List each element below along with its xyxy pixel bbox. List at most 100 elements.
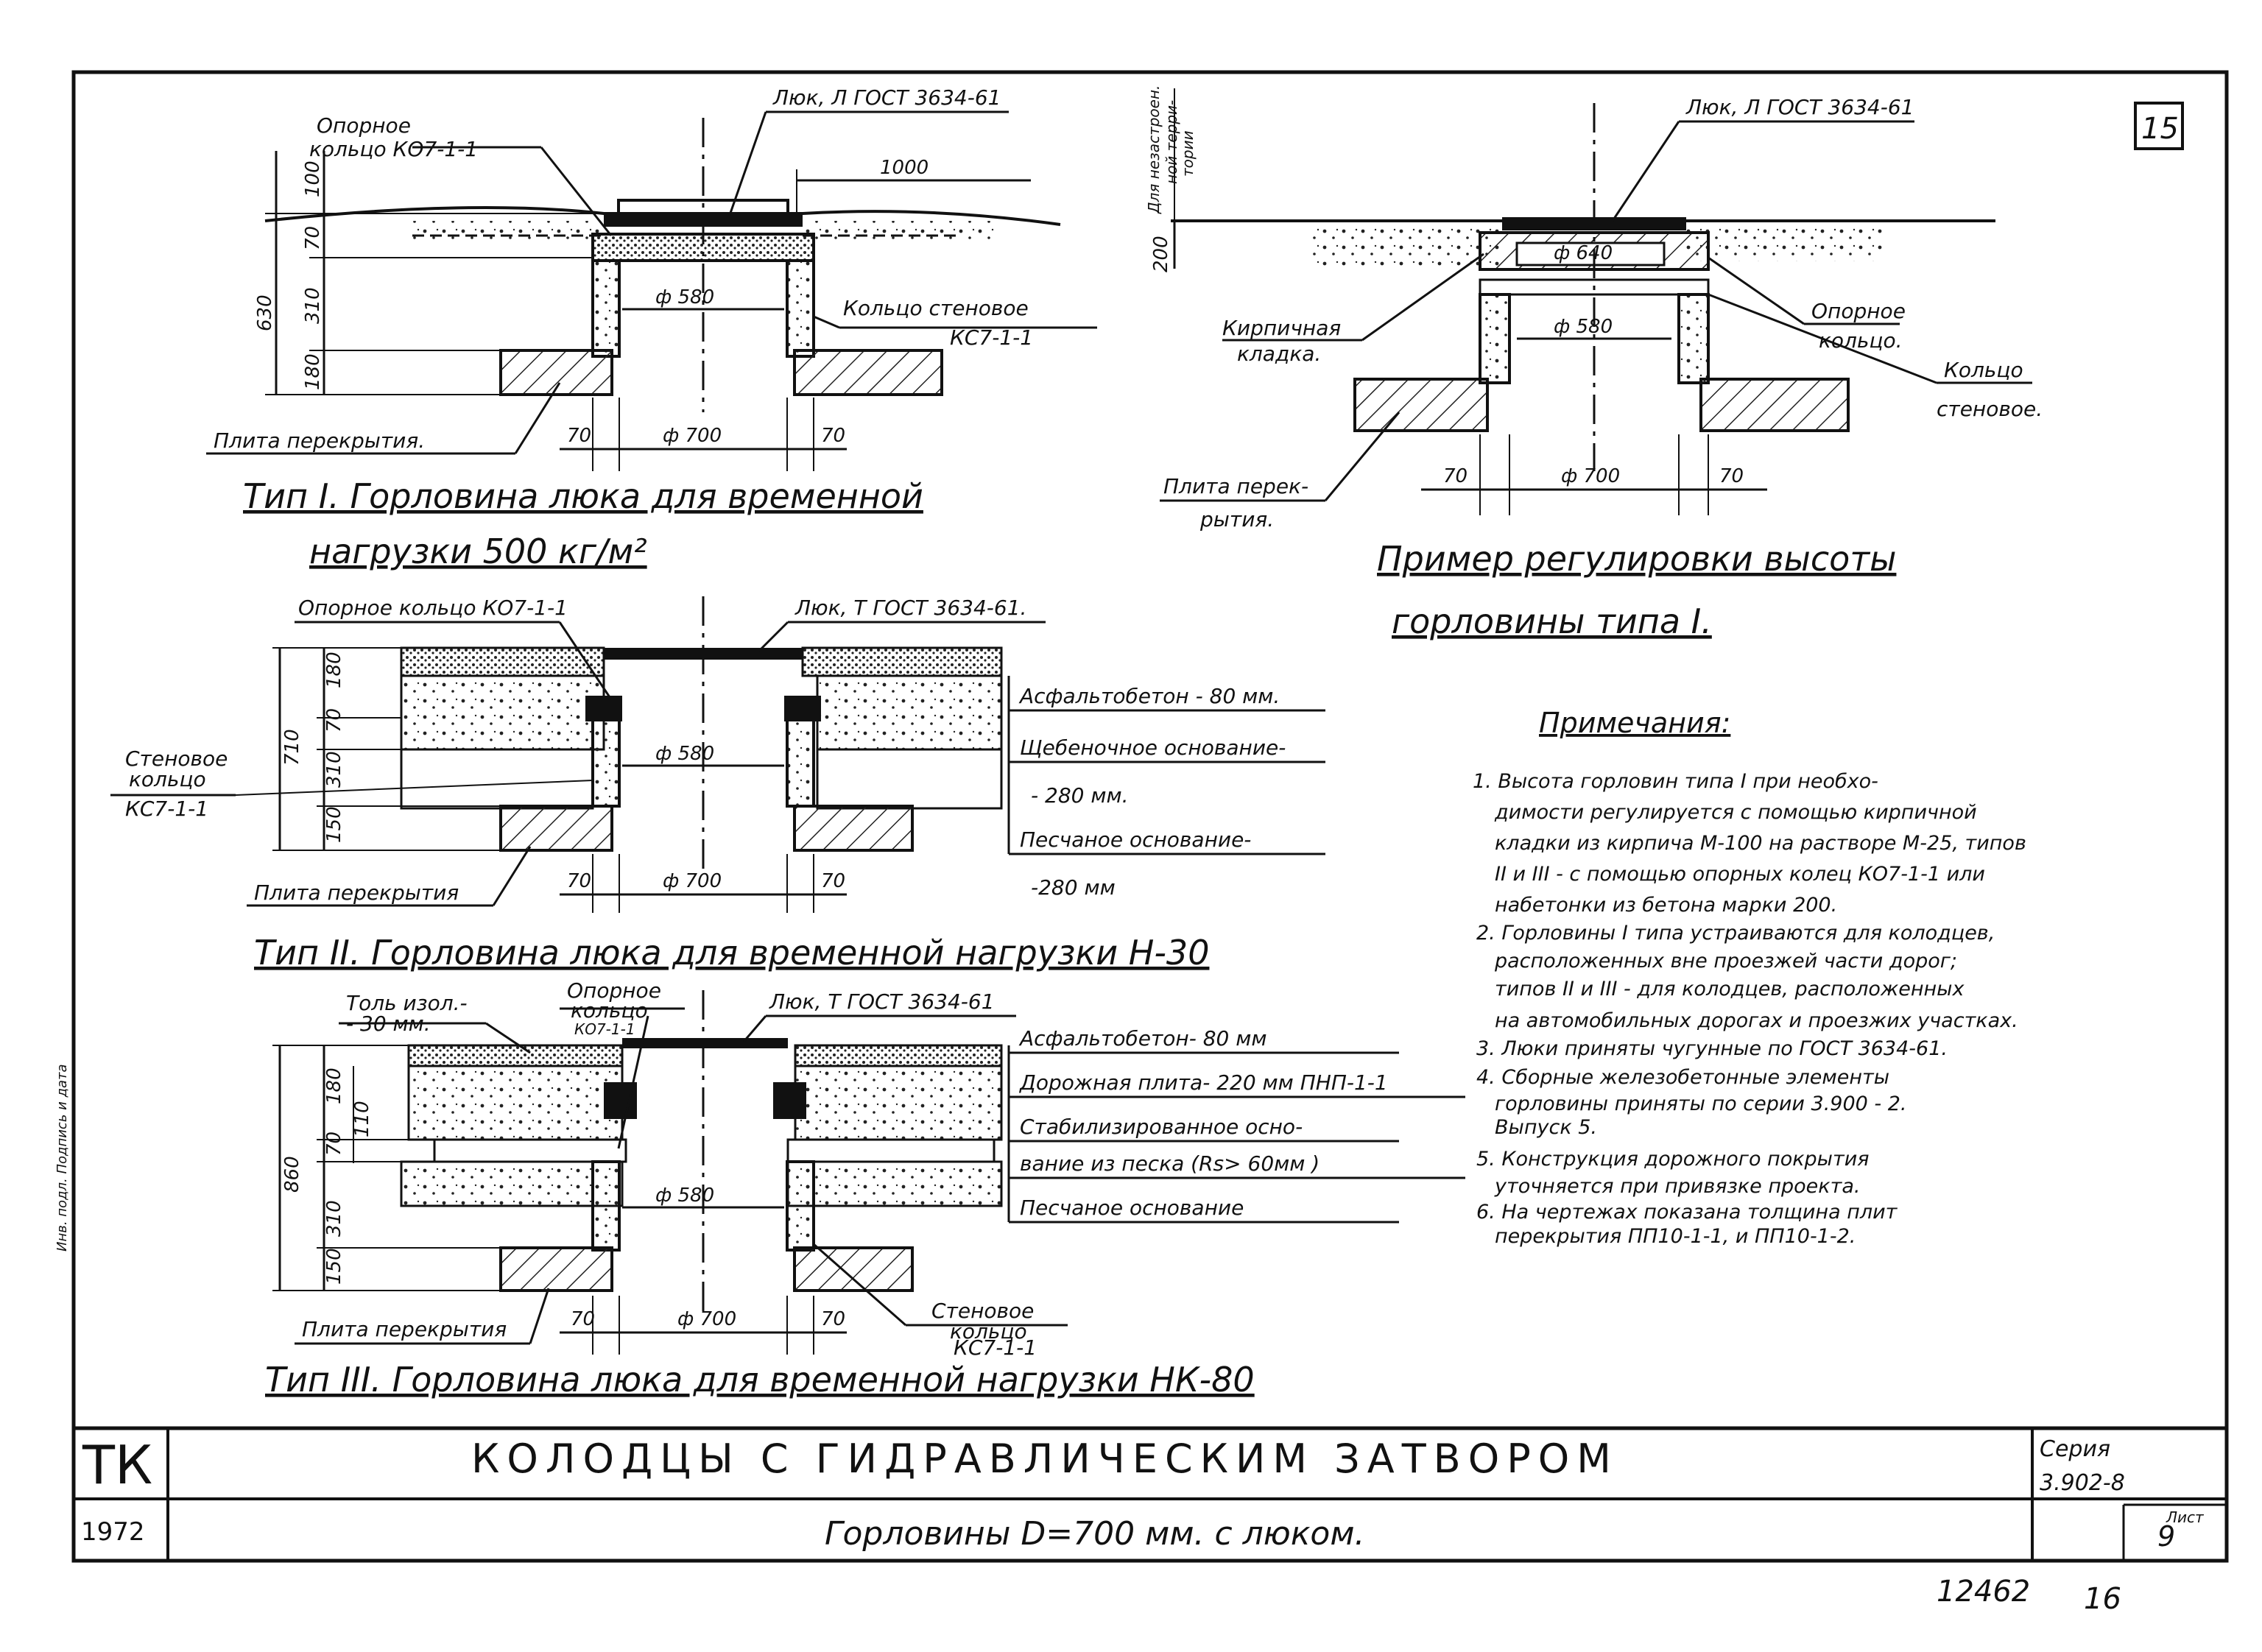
notes-heading: Примечания: [1539,707,1730,739]
stamp-sheet-label: Лист [2166,1508,2205,1526]
type1-luk-label: Люк, Л ГОСТ 3634-61 [772,85,1001,110]
type2-dim-70-right: 70 [821,870,845,892]
type2-dim-70: 70 [323,708,345,733]
type2-dim-710: 710 [281,729,303,766]
note-line-2: димости регулируется с помощью кирпичной [1494,801,1977,824]
type1-section [206,110,1097,471]
type3-dim-180: 180 [323,1067,345,1104]
type1-title-1: Тип I. Горловина люка для временной [243,476,923,516]
type2-wall-ring-label-3: КС7-1-1 [125,797,208,821]
type3-ring-label-2: кольцо [571,998,648,1023]
example-side-label-1: Для незастроен. [1145,85,1163,214]
type2-ring-label: Опорное кольцо КО7-1-1 [298,596,568,620]
type3-title: Тип III. Горловина люка для временной на… [265,1360,1255,1399]
type1-ring-label-1: Опорное [317,113,411,138]
type1-dim-70: 70 [302,226,324,250]
archive-page: 16 [2084,1582,2121,1616]
sheet-frame [71,70,2229,1563]
note-line-11: 4. Сборные железобетонные элементы [1476,1066,1889,1089]
type3-dim-70-right: 70 [821,1308,845,1330]
type2-slab-label: Плита перекрытия [254,880,459,905]
type3-wall-ring-label-1: Стеновое [931,1299,1034,1323]
type1-dim-180: 180 [302,353,324,390]
type2-dim-180: 180 [323,652,345,688]
type3-dim-phi700: ф 700 [677,1308,736,1330]
type1-dim-1000: 1000 [880,157,929,179]
type1-slab-label: Плита перекрытия. [214,428,425,453]
example-ring-label-2: кольцо. [1819,328,1903,353]
notes-block: Примечания: 1. Высота горловин типа I пр… [1473,707,2026,1248]
stamp-year: 1972 [81,1517,145,1547]
stamp-series-value: 3.902-8 [2040,1470,2125,1496]
example-title-2: горловины типа I. [1392,601,1712,641]
note-line-13: Выпуск 5. [1495,1116,1597,1139]
margin-text: Инв. подл. Подпись и дата [54,1064,70,1252]
note-line-7: расположенных вне проезжей части дорог; [1494,950,1957,973]
type3-layer-1: Асфальтобетон- 80 мм [1018,1026,1267,1051]
example-brick-label-2: кладка. [1237,342,1321,366]
type2-layer-3: - 280 мм. [1031,783,1129,808]
stamp-subtitle: Горловины D=700 мм. с люком. [825,1515,1365,1553]
type3-wall-ring-label-2: кольцо [950,1319,1027,1344]
type2-dim-310: 310 [323,751,345,788]
type3-dim-310: 310 [323,1200,345,1237]
type1-dim-phi700: ф 700 [663,425,722,447]
type1-dim-phi: ф 580 [655,286,714,308]
type3-dim-phi: ф 580 [655,1185,714,1207]
note-line-16: 6. На чертежах показана толщина плит [1476,1201,1898,1224]
type2-luk-label: Люк, Т ГОСТ 3634-61. [794,596,1026,620]
type2-dim-70-left: 70 [567,870,591,892]
type1-wall-ring-label-2: КС7-1-1 [950,325,1033,350]
stamp-org: ТК [82,1434,152,1496]
type2-labels: Опорное кольцо КО7-1-1 Люк, Т ГОСТ 3634-… [125,596,1286,973]
type3-dim-70: 70 [323,1132,345,1156]
example-dim-70-right: 70 [1719,465,1744,487]
stamp-title: КОЛОДЦЫ С ГИДРАВЛИЧЕСКИМ ЗАТВОРОМ [471,1436,1618,1482]
note-line-14: 5. Конструкция дорожного покрытия [1476,1148,1870,1171]
type1-dim-630: 630 [254,294,276,331]
type2-layer-5: -280 мм [1031,875,1116,900]
type3-layer-5: Песчаное основание [1020,1196,1244,1220]
type2-layer-4: Песчаное основание- [1020,827,1251,852]
sheet-number: 15 [2141,112,2179,146]
example-luk-label: Люк, Л ГОСТ 3634-61 [1685,95,1914,119]
note-line-9: на автомобильных дорогах и проезжих учас… [1495,1009,2018,1032]
note-line-17: перекрытия ПП10-1-1, и ПП10-1-2. [1495,1225,1856,1248]
note-line-5: набетонки из бетона марки 200. [1495,894,1837,917]
type1-dim-70-left: 70 [567,425,591,447]
type3-labels: Толь изол.- - 30 мм. Опорное кольцо КО7-… [265,978,1388,1399]
example-wall-ring-label-2: стеновое. [1937,397,2043,421]
type3-dim-150: 150 [323,1248,345,1285]
type1-labels: Опорное кольцо КО7-1-1 Люк, Л ГОСТ 3634-… [214,85,1033,571]
note-line-8: типов II и III - для колодцев, расположе… [1495,978,1965,1000]
type3-layer-3: Стабилизированное осно- [1020,1115,1303,1139]
example-dim-phi640: ф 640 [1554,242,1613,264]
type3-dim-110: 110 [351,1101,373,1137]
type3-wall-ring-label-3: КС7-1-1 [954,1335,1037,1360]
type3-section [272,990,1465,1355]
type3-ring-label-3: КО7-1-1 [574,1020,635,1038]
title-block: ТК 1972 КОЛОДЦЫ С ГИДРАВЛИЧЕСКИМ ЗАТВОРО… [81,1434,2205,1553]
example-side-label-3: тории [1179,130,1197,177]
stamp-sheet-value: 9 [2157,1520,2175,1553]
example-dim-200: 200 [1150,236,1172,272]
example-dim-70-left: 70 [1443,465,1468,487]
type2-dim-150: 150 [323,806,345,843]
type2-wall-ring-label-2: кольцо [129,767,206,791]
example-side-label-2: ной терри- [1163,100,1180,184]
type1-title-2: нагрузки 500 кг/м² [309,532,647,571]
type3-dim-860: 860 [281,1156,303,1193]
type3-luk-label: Люк, Т ГОСТ 3634-61 [769,989,995,1014]
type1-dim-100: 100 [302,160,324,197]
type2-layer-1: Асфальтобетон - 80 мм. [1018,684,1280,708]
type3-slab-label: Плита перекрытия [302,1317,507,1341]
note-line-12: горловины приняты по серии 3.900 - 2. [1495,1092,1907,1115]
type2-title: Тип II. Горловина люка для временной наг… [254,933,1209,973]
example-dim-phi700: ф 700 [1561,465,1620,487]
type2-section [110,596,1325,913]
type2-dim-phi700: ф 700 [663,870,722,892]
example-title-1: Пример регулировки высоты [1377,539,1896,579]
note-line-1: 1. Высота горловин типа I при необхо- [1473,770,1878,793]
example-labels: Люк, Л ГОСТ 3634-61 Для незастроен. ной … [1145,85,2043,641]
